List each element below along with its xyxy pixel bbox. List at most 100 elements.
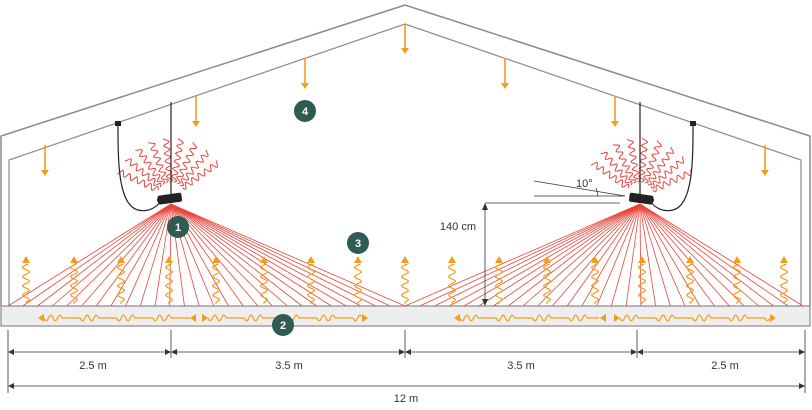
radiant-ray — [170, 203, 303, 307]
floor-wave-line — [43, 314, 190, 322]
heat-wave-line — [116, 169, 159, 192]
heat-wave-line — [148, 142, 169, 184]
svg-text:2: 2 — [280, 320, 286, 332]
heat-wave-line — [182, 160, 218, 190]
up-wave-arrow-shaft — [732, 263, 742, 303]
up-wave-arrow-icon — [260, 256, 268, 263]
left-arrowhead-icon — [454, 314, 460, 322]
up-wave-arrow-icon — [22, 256, 30, 263]
up-wave-arrow-icon — [401, 256, 409, 263]
up-wave-arrow-icon — [354, 256, 362, 263]
up-wave-arrow-shaft — [69, 263, 79, 303]
dimension-total: 12 m — [394, 393, 418, 405]
radiant-ray — [7, 203, 172, 307]
down-arrow-icon — [192, 121, 200, 127]
radiant-ray — [639, 203, 701, 307]
up-wave-arrow-icon — [307, 256, 315, 263]
up-wave-arrow-shaft — [494, 263, 504, 303]
radiant-ray — [610, 203, 641, 307]
badge-2: 2 — [272, 314, 294, 336]
heat-wave-line — [135, 149, 165, 185]
up-wave-arrow-icon — [117, 256, 125, 263]
height-label: 140 cm — [440, 221, 476, 233]
radiant-ray — [66, 203, 172, 307]
radiant-ray — [478, 203, 641, 307]
radiant-ray — [419, 203, 641, 307]
radiant-ray — [170, 203, 406, 307]
radiant-ray — [566, 203, 641, 307]
up-wave-arrow-icon — [495, 256, 503, 263]
right-arrowhead-icon — [614, 314, 620, 322]
radiant-ray — [537, 203, 641, 307]
heat-wave-line — [179, 149, 209, 187]
radiant-ray — [22, 203, 172, 307]
radiant-ray — [404, 203, 641, 307]
up-wave-arrow-shaft — [542, 263, 552, 303]
radiant-ray — [170, 203, 391, 307]
left-power-cable — [117, 125, 163, 212]
radiant-ray — [639, 203, 789, 307]
heat-wave-line — [600, 151, 633, 186]
up-wave-arrow-icon — [780, 256, 788, 263]
radiant-ray — [449, 203, 641, 307]
radiant-ray — [170, 203, 332, 307]
heat-wave-line — [647, 146, 675, 186]
radiant-ray — [493, 203, 641, 307]
radiant-ray — [37, 203, 172, 307]
radiant-ray — [596, 203, 641, 307]
building-outer-outline — [0, 4, 811, 306]
up-wave-arrow-icon — [212, 256, 220, 263]
height-annotation: 140 cm — [440, 202, 620, 306]
right-power-cable — [648, 125, 694, 212]
radiant-ray — [170, 203, 362, 307]
up-wave-arrow-shaft — [116, 263, 126, 303]
heat-wave-line — [162, 138, 174, 183]
badge-3: 3 — [347, 232, 369, 254]
floor-wave-line — [619, 314, 771, 322]
radiant-ray — [170, 203, 347, 307]
angle-annotation: 10° — [533, 178, 626, 197]
up-wave-arrow-shaft — [259, 263, 269, 303]
right-arrowhead-icon — [770, 314, 776, 322]
radiant-ray — [170, 203, 288, 307]
svg-text:3: 3 — [355, 238, 361, 250]
up-wave-arrow-icon — [591, 256, 599, 263]
heat-wave-line — [638, 137, 649, 183]
radiant-ray — [639, 203, 745, 307]
down-arrow-icon — [301, 83, 309, 89]
left-arrowhead-icon — [190, 314, 196, 322]
radiant-ray — [170, 203, 376, 307]
down-arrow-icon — [611, 121, 619, 127]
radiant-ray — [51, 203, 172, 307]
radiant-ray — [625, 203, 641, 307]
floor-heat-rise-arrows — [21, 256, 789, 304]
up-wave-arrow-icon — [638, 256, 646, 263]
down-arrow-icon — [501, 83, 509, 89]
angle-label: 10° — [576, 178, 593, 190]
radiant-ray — [639, 203, 686, 307]
right-wire-clip — [690, 121, 696, 126]
radiant-ray — [552, 203, 641, 307]
badge-1: 1 — [167, 216, 189, 238]
up-wave-arrow-shaft — [21, 263, 31, 303]
up-wave-arrow-icon — [70, 256, 78, 263]
up-wave-arrow-shaft — [590, 263, 600, 303]
up-wave-arrow-shaft — [447, 263, 457, 303]
down-arrow-icon — [401, 48, 409, 54]
radiant-ray — [170, 203, 273, 307]
svg-text:1: 1 — [175, 222, 181, 234]
ceramic-heater-icon — [628, 192, 654, 205]
radiant-ray — [639, 203, 671, 307]
dimension-arrowheads — [8, 349, 805, 389]
up-wave-arrow-icon — [543, 256, 551, 263]
heat-wave-line — [175, 141, 198, 184]
radiant-ray — [581, 203, 641, 307]
radiant-ray — [81, 203, 172, 307]
radiant-ray — [463, 203, 641, 307]
floor-wave-line — [459, 314, 600, 322]
up-wave-arrow-shaft — [306, 263, 316, 303]
up-wave-arrow-shaft — [211, 263, 221, 303]
right-arrowhead-icon — [202, 314, 208, 322]
